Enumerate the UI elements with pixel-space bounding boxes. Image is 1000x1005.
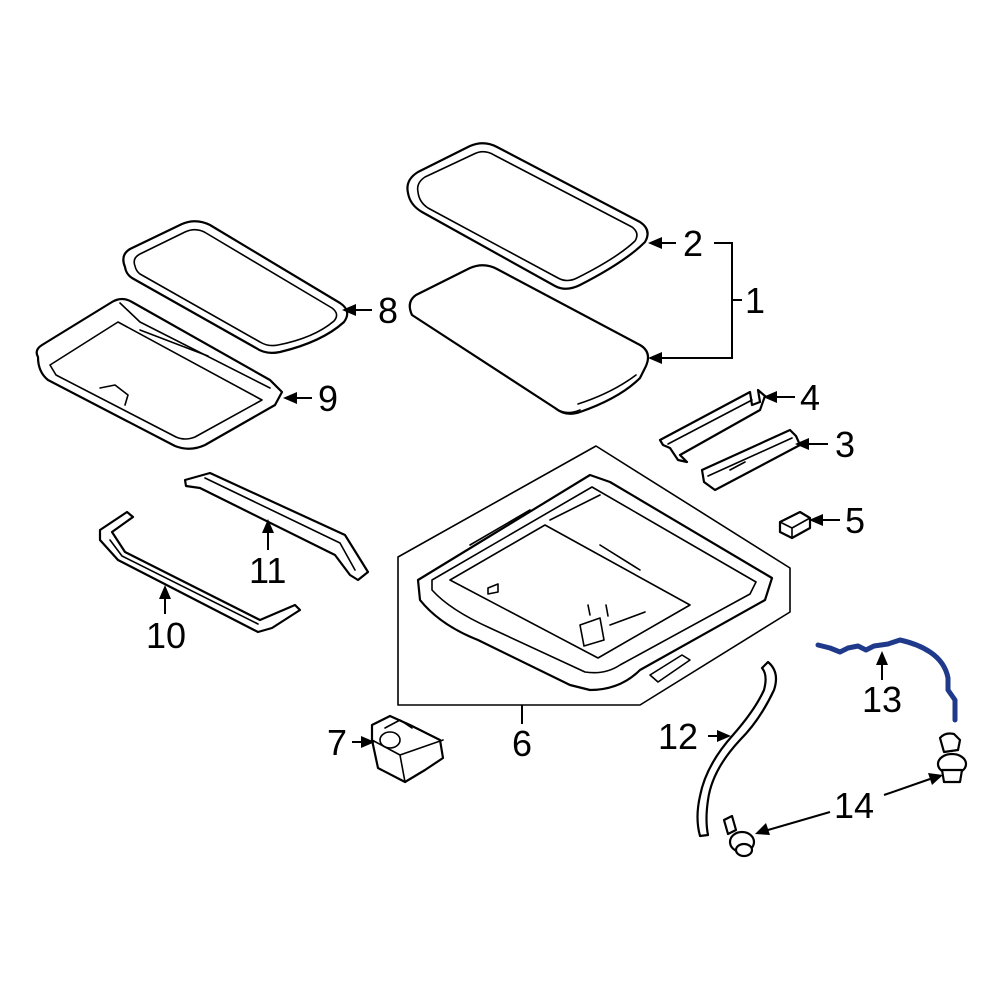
- part-2-glass-seal: [406, 142, 649, 290]
- callout-7: 7: [327, 722, 347, 763]
- part-14-grommet-right: [936, 732, 968, 784]
- callout-5: 5: [845, 500, 865, 541]
- part-7-motor: [370, 714, 445, 784]
- leader-lines: [159, 237, 943, 835]
- callout-12: 12: [658, 716, 698, 757]
- callout-11: 11: [249, 550, 286, 591]
- part-14-grommet-left: [722, 814, 756, 858]
- part-4-bracket: [658, 388, 767, 464]
- part-10-trim-rail: [98, 510, 302, 634]
- part-6-housing-frame: [397, 445, 791, 706]
- part-9-sunshade: [35, 297, 284, 450]
- callout-10: 10: [146, 615, 186, 656]
- callout-9: 9: [318, 378, 338, 419]
- part-11-trim-rail: [183, 471, 370, 582]
- part-13-drain-hose: [815, 637, 958, 723]
- part-12-drain-hose: [696, 660, 778, 838]
- callout-4: 4: [800, 377, 820, 418]
- part-8-seal: [122, 220, 349, 354]
- part-5-clip: [778, 510, 812, 540]
- callout-8: 8: [378, 290, 398, 331]
- callout-1: 1: [745, 280, 765, 321]
- callout-14: 14: [834, 785, 874, 826]
- callout-3: 3: [835, 424, 855, 465]
- part-3-bracket: [700, 428, 802, 492]
- callout-6: 6: [512, 723, 532, 764]
- callout-13: 13: [862, 679, 902, 720]
- callout-2: 2: [683, 223, 703, 264]
- part-1-glass-panel: [408, 264, 650, 415]
